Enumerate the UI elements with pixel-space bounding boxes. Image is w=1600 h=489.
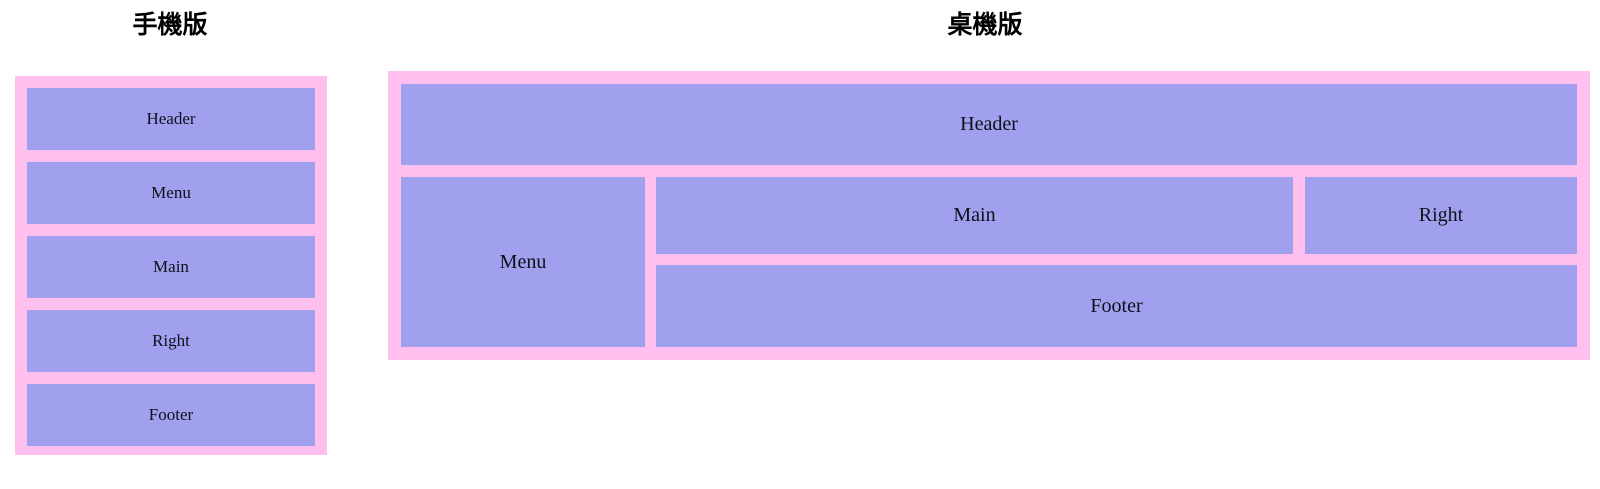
desktop-region-menu-label: Menu — [499, 250, 547, 273]
desktop-region-main: Main — [656, 177, 1293, 254]
desktop-region-header: Header — [401, 84, 1577, 165]
mobile-region-footer-label: Footer — [148, 405, 194, 424]
mobile-region-header: Header — [27, 88, 315, 150]
mobile-region-menu: Menu — [27, 162, 315, 224]
mobile-region-footer: Footer — [27, 384, 315, 446]
desktop-region-main-label: Main — [953, 204, 996, 226]
mobile-region-right: Right — [27, 310, 315, 372]
mobile-region-right-label: Right — [152, 331, 190, 350]
desktop-region-header-label: Header — [960, 113, 1018, 135]
mobile-layout-diagram: Header Menu Main Right Footer — [15, 76, 327, 455]
desktop-region-footer: Footer — [656, 265, 1577, 347]
mobile-region-main-label: Main — [153, 257, 189, 276]
desktop-region-menu: Menu — [401, 177, 645, 347]
desktop-region-right: Right — [1305, 177, 1577, 254]
desktop-region-right-label: Right — [1418, 204, 1464, 226]
mobile-layout-title: 手機版 — [132, 10, 208, 39]
mobile-region-main: Main — [27, 236, 315, 298]
desktop-layout-title: 桌機版 — [947, 10, 1023, 39]
mobile-region-header-label: Header — [146, 109, 196, 128]
desktop-region-footer-label: Footer — [1090, 294, 1143, 317]
desktop-layout-diagram: Header Menu Main Right Footer — [388, 71, 1590, 360]
mobile-region-menu-label: Menu — [151, 183, 191, 202]
